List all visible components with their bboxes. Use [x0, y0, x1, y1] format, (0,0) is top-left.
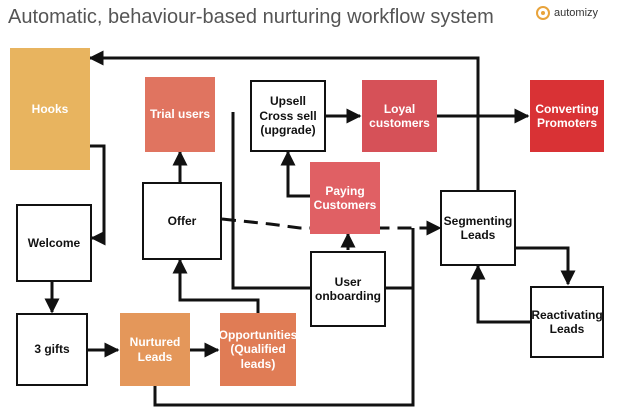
page-title: Automatic, behaviour-based nurturing wor…	[8, 6, 494, 28]
node-converting-promoters: Converting Promoters	[530, 80, 604, 152]
node-nurtured-leads: Nurtured Leads	[120, 313, 190, 386]
arrow-reactivating-to-segmenting	[470, 264, 530, 324]
node-loyal-customers: Loyal customers	[362, 80, 437, 152]
arrow-nurtured-loop-to-segmenting	[153, 228, 415, 407]
automizy-logo-icon	[536, 6, 550, 20]
automizy-logo: automizy	[536, 6, 598, 20]
node-segmenting-leads: Segmenting Leads	[440, 190, 516, 266]
arrow-paying-to-upsell	[280, 150, 310, 198]
arrow-segmenting-to-hooks	[88, 50, 480, 190]
logo-text: automizy	[554, 7, 599, 19]
node-upsell: Upsell Cross sell (upgrade)	[250, 80, 326, 152]
arrow-trial-to-onboarding	[231, 112, 310, 290]
node-welcome: Welcome	[16, 204, 92, 282]
node-user-onboarding: User onboarding	[310, 251, 386, 327]
node-hooks: Hooks	[10, 48, 90, 170]
node-offer: Offer	[142, 182, 222, 260]
arrow-segmenting-to-reactivating	[516, 246, 576, 286]
arrow-offer-to-segmenting	[221, 217, 442, 236]
node-3-gifts: 3 gifts	[16, 313, 88, 386]
node-paying-customers: Paying Customers	[310, 162, 380, 234]
node-reactivating-leads: Reactivating Leads	[530, 286, 604, 358]
node-opportunities: Opportunities (Qualified leads)	[219, 313, 297, 386]
arrow-hooks-to-welcome	[90, 144, 106, 246]
node-trial-users: Trial users	[145, 77, 215, 152]
arrow-opportunities-to-offer	[172, 258, 260, 313]
